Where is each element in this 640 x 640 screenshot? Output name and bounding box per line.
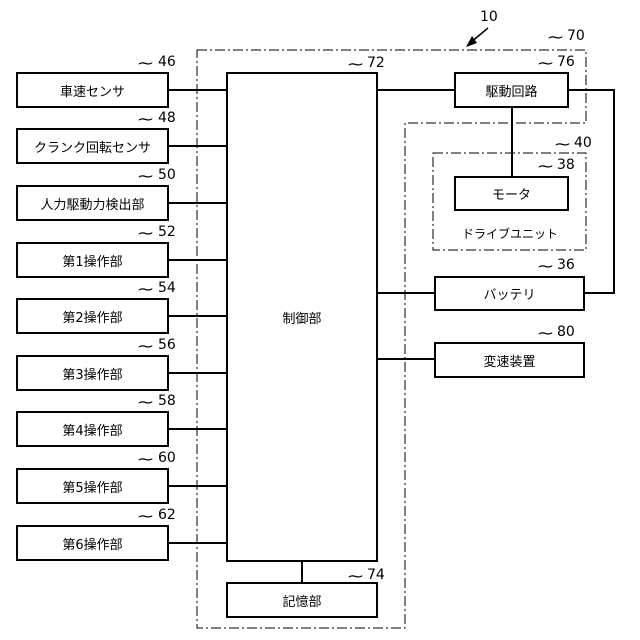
leader-tilde: ⁓ — [538, 56, 553, 70]
transmission-label: 変速装置 — [483, 351, 535, 370]
drive-circuit-label: 駆動回路 — [485, 81, 537, 100]
input-box: 第2操作部 — [16, 298, 169, 334]
battery-label: バッテリ — [483, 284, 535, 303]
input-box-label: クランク回転センサ — [34, 137, 151, 156]
input-box-ref: 52 — [158, 225, 176, 239]
leader-tilde: ⁓ — [138, 395, 153, 409]
input-box-ref: 62 — [158, 508, 176, 522]
control-box: 制御部 — [226, 72, 378, 562]
drive-unit-ref: 40 — [574, 136, 592, 150]
input-box: クランク回転センサ — [16, 128, 169, 164]
leader-tilde: ⁓ — [538, 326, 553, 340]
motor-ref: 38 — [557, 158, 575, 172]
drive-circuit-box: 駆動回路 — [454, 72, 569, 108]
input-box: 第3操作部 — [16, 355, 169, 391]
transmission-ref: 80 — [557, 325, 575, 339]
input-box-ref: 46 — [158, 55, 176, 69]
drive-circuit-ref: 76 — [557, 55, 575, 69]
leader-tilde: ⁓ — [138, 339, 153, 353]
input-box-ref: 60 — [158, 451, 176, 465]
input-box-ref: 48 — [158, 111, 176, 125]
battery-ref: 36 — [557, 258, 575, 272]
input-box-label: 第5操作部 — [62, 477, 122, 496]
input-box-label: 第4操作部 — [62, 420, 122, 439]
input-box-ref: 58 — [158, 394, 176, 408]
leader-tilde: ⁓ — [138, 282, 153, 296]
input-box: 第5操作部 — [16, 468, 169, 504]
memory-box-label: 記憶部 — [282, 591, 321, 610]
leader-tilde: ⁓ — [138, 112, 153, 126]
control-box-label: 制御部 — [282, 308, 321, 327]
leader-tilde: ⁓ — [138, 452, 153, 466]
leader-tilde: ⁓ — [138, 56, 153, 70]
figure-number: 10 — [480, 10, 498, 24]
memory-box-ref: 74 — [367, 568, 385, 582]
input-box-ref: 56 — [158, 338, 176, 352]
input-box: 第6操作部 — [16, 525, 169, 561]
input-box-ref: 50 — [158, 168, 176, 182]
leader-tilde: ⁓ — [138, 169, 153, 183]
drive-unit-label: ドライブユニット — [462, 225, 558, 242]
input-box-label: 第1操作部 — [62, 251, 122, 270]
leader-tilde: ⁓ — [548, 30, 563, 44]
control-box-ref: 72 — [367, 56, 385, 70]
leader-tilde: ⁓ — [138, 509, 153, 523]
leader-tilde: ⁓ — [538, 259, 553, 273]
input-box: 車速センサ — [16, 72, 169, 108]
input-box: 第4操作部 — [16, 411, 169, 447]
leader-tilde: ⁓ — [538, 159, 553, 173]
input-box-label: 第2操作部 — [62, 307, 122, 326]
input-box-label: 人力駆動力検出部 — [40, 194, 144, 213]
battery-box: バッテリ — [434, 276, 585, 311]
input-box-label: 第3操作部 — [62, 364, 122, 383]
motor-box: モータ — [454, 176, 569, 211]
input-box-ref: 54 — [158, 281, 176, 295]
motor-label: モータ — [492, 184, 531, 203]
input-box-label: 車速センサ — [60, 81, 125, 100]
transmission-box: 変速装置 — [434, 342, 585, 378]
leader-tilde: ⁓ — [138, 226, 153, 240]
leader-tilde: ⁓ — [555, 137, 570, 151]
input-box: 第1操作部 — [16, 242, 169, 278]
leader-tilde: ⁓ — [348, 57, 363, 71]
control-unit-ref: 70 — [567, 29, 585, 43]
input-box: 人力駆動力検出部 — [16, 185, 169, 221]
leader-tilde: ⁓ — [348, 569, 363, 583]
memory-box: 記憶部 — [226, 582, 378, 618]
input-box-label: 第6操作部 — [62, 534, 122, 553]
